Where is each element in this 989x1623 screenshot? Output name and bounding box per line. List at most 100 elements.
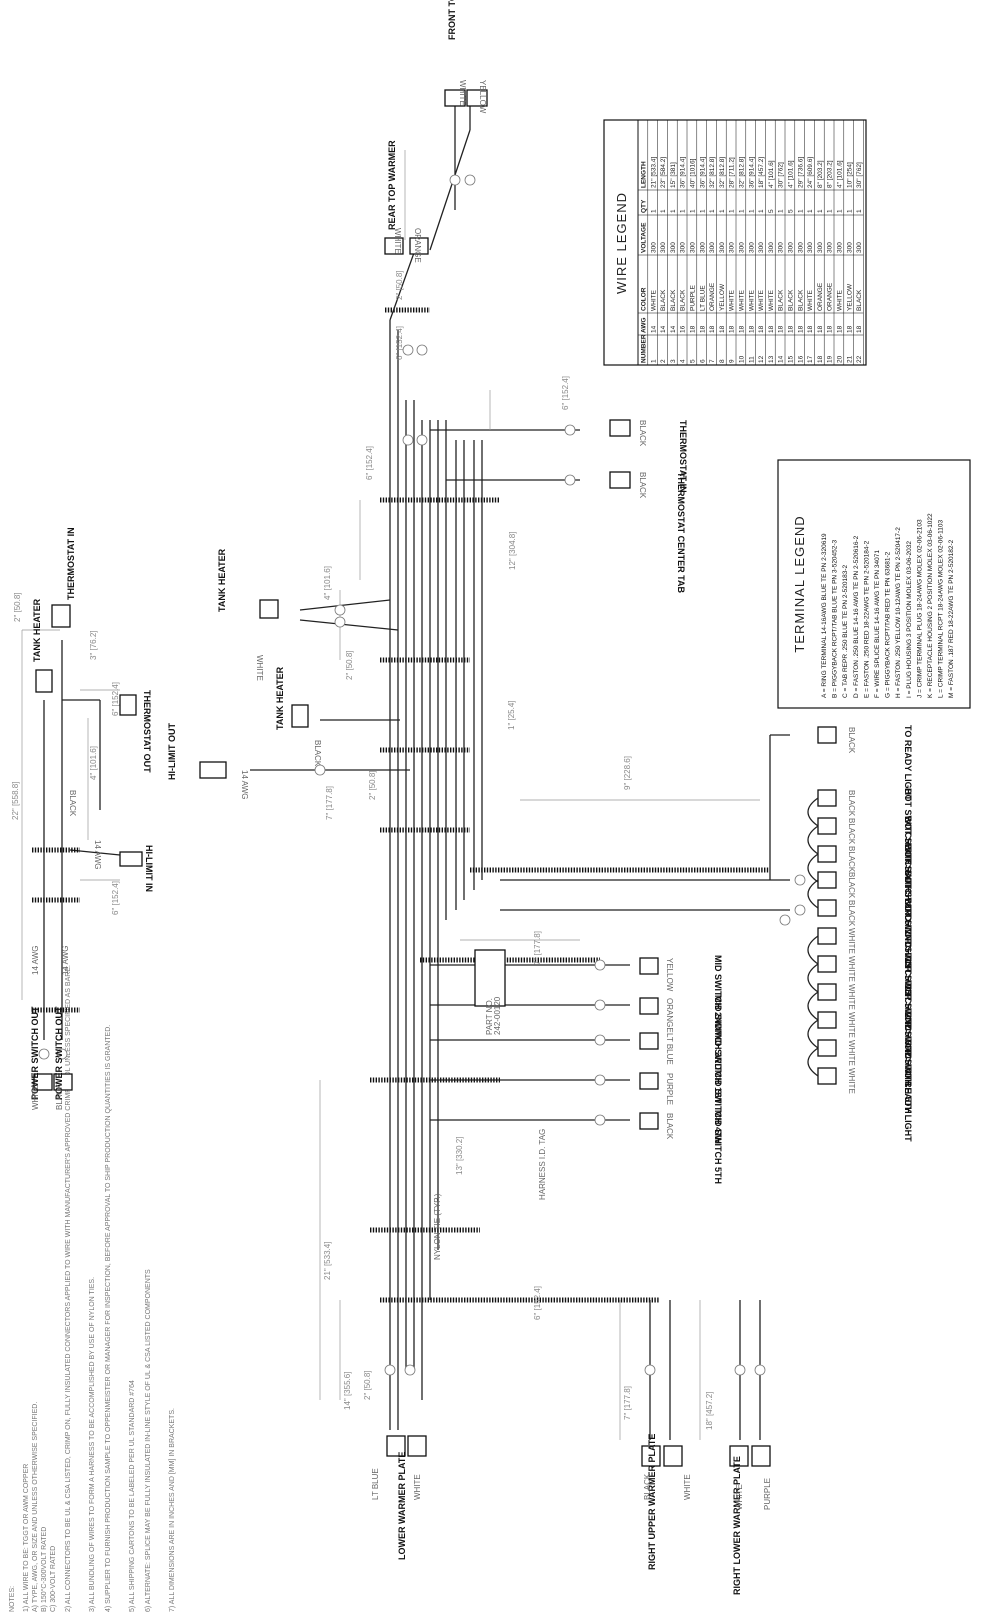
wire-legend-cell: 18 [699, 325, 706, 333]
dimension-label: 2" [50.8] [368, 770, 377, 800]
wire-legend-cell: 300 [778, 242, 785, 253]
wire-legend-cell: 300 [748, 242, 755, 253]
wire-number-marker [449, 174, 461, 186]
wire-number-marker [416, 434, 428, 446]
wire-number-marker [779, 914, 791, 926]
wire-legend-cell: BLACK [660, 289, 667, 311]
wire-legend-cell: 300 [807, 242, 814, 253]
wire-number-marker [384, 1364, 396, 1376]
wire-color-label: BLACK [847, 846, 856, 873]
mid-switch-label: MID SWITCH 4TH [713, 1070, 723, 1144]
wire-legend-cell: 10 [739, 355, 746, 363]
wire-legend-cell: 1 [650, 359, 657, 363]
note-line: 2) ALL CONNECTORS TO BE UL & CSA LISTED,… [65, 965, 72, 1612]
wire-legend-cell: BLACK [788, 289, 795, 311]
wire-legend-cell: 11 [748, 356, 755, 363]
wire-number-marker [564, 474, 576, 486]
mid-switch-connectors [639, 957, 659, 1130]
wire-legend-cell: 20 [837, 355, 844, 363]
wire-number-markers [314, 174, 806, 1376]
note-line: 3) ALL BUNDLING OF WIRES TO FORM A HARNE… [89, 1277, 96, 1612]
wire-legend-cell: 18 [788, 325, 795, 333]
wire-color-label: YELLOW [665, 958, 674, 992]
wire-legend-cell: 18 [748, 325, 755, 333]
wire-legend-cell: 8" [203.2] [827, 160, 834, 188]
wire-legend-cell: 16 [680, 325, 687, 333]
wire-legend-cell: 1 [709, 209, 716, 213]
wire-legend-cell: 3 [670, 359, 677, 363]
wire-number-marker [334, 604, 346, 616]
wire-legend-cell: PURPLE [690, 284, 697, 311]
sub-harness: POWER SWITCH OUT POWER SWITCH OUT HI-LIM… [11, 527, 154, 1110]
wire-color-label: WHITE [847, 928, 856, 954]
wire-legend-cell: 9 [729, 359, 736, 363]
mid-switch-label: MID SWITCH 2ND [713, 955, 723, 1030]
wire-legend-cell: 10" [254] [846, 162, 853, 188]
wire-number-marker [794, 904, 806, 916]
wire-legend-header: VOLTAGE [641, 222, 648, 253]
note-line: B) 150°C-300VOLT RATED [40, 1527, 48, 1612]
wire-legend-cell: 1 [650, 209, 657, 213]
wire-color-label: BLACK [68, 790, 77, 817]
wire-legend-cell: 300 [817, 242, 824, 253]
note-line: 7) ALL DIMENSIONS ARE IN INCHES AND [MM]… [169, 1408, 176, 1612]
wire-color-label: BLACK [665, 1113, 674, 1140]
terminal-legend-line: M = FASTON .187 RED 18-22AWG TE PN 2-520… [948, 539, 955, 698]
front-top-warmer-label: FRONT TOP WARMER [447, 0, 457, 40]
wire-legend-cell: 2 [660, 359, 667, 363]
wire-legend-cell: 300 [660, 242, 667, 253]
wire-legend-cell: 30" [762] [856, 162, 863, 188]
wire-legend-cell: LT BLUE [699, 285, 706, 311]
switch-label: TOP SWITCH 4TH [903, 1010, 913, 1086]
wire-legend-cell: 21 [846, 355, 853, 363]
wire-legend-cell: 8" [203.2] [817, 160, 824, 188]
dimension-label: 6" [152.4] [365, 446, 374, 480]
rear-top-warmer-label: REAR TOP WARMER [387, 140, 397, 230]
tank-heater-label: TANK HEATER [275, 666, 285, 730]
wire-legend-cell: 18 [719, 325, 726, 333]
wire-legend-cell: 22 [856, 355, 863, 363]
wire-legend-header: NUMBER [641, 334, 648, 363]
dimension-label: 13" [330.2] [455, 1137, 464, 1175]
wire-color-label: WHITE [413, 1474, 422, 1500]
wire-number-marker [416, 344, 428, 356]
wire-legend-cell: BLACK [778, 289, 785, 311]
wire-legend-cell: 300 [827, 242, 834, 253]
wire-legend-cell: 15 [788, 355, 795, 363]
thermostat-center-tab-label: THERMOSTAT CENTER TAB [676, 472, 686, 593]
wire-legend-cell: 36" [914.4] [680, 157, 687, 188]
wire-legend-cell: 300 [846, 242, 853, 253]
wire-number-marker [464, 174, 476, 186]
wire-number-marker [334, 616, 346, 628]
wire-legend-cell: 18 [837, 325, 844, 333]
wire-color-label: BLACK [643, 1473, 652, 1500]
wire-legend-cell: 1 [856, 209, 863, 213]
dimension-label: 4" [101.6] [89, 746, 98, 780]
dimension-label: 6" [152.4] [395, 326, 404, 360]
wire-legend-cell: 14 [778, 355, 785, 363]
wire-number-marker [402, 344, 414, 356]
dimension-label: 6" [152.4] [111, 682, 120, 716]
wire-color-label: WHITE [458, 80, 467, 106]
terminal-legend-line: A = RING TERMINAL 14-16AWG BLUE TE PN 2-… [821, 533, 828, 698]
terminal-legend-line: B = PIGGYBACK RCPT/TAB BLUE TE PN 3-5204… [832, 539, 839, 698]
dimension-label: 14" [355.6] [343, 1372, 352, 1410]
terminal-legend-line: H = FASTON .250 YELLOW 10-12AWG TE PN 2-… [895, 527, 902, 698]
part-number-label: PART NO. [485, 998, 494, 1035]
wire-color-label: BLACK [638, 420, 647, 447]
dimension-label: 2" [50.8] [363, 1370, 372, 1400]
wire-number-marker [594, 999, 606, 1011]
wire-legend-cell: 18 [778, 325, 785, 333]
wire-legend-cell: 18 [690, 325, 697, 333]
wire-legend-cell: BLACK [797, 289, 804, 311]
wire-color-label: WHITE [847, 1068, 856, 1094]
power-switch-out-label: POWER SWITCH OUT [54, 1006, 64, 1100]
wire-legend-cell: 1 [748, 209, 755, 213]
wire-legend-cell: 18 [768, 325, 775, 333]
switch-label: TOP SWITCH 1ST [903, 926, 913, 1002]
wire-legend-cell: 21" [533.4] [650, 157, 657, 188]
wire-legend-cell: 300 [680, 242, 687, 253]
wire-legend-cell: 1 [846, 209, 853, 213]
wire-legend-cell: 32" [812.8] [719, 157, 726, 188]
wire-legend-cell: 17 [807, 355, 814, 363]
